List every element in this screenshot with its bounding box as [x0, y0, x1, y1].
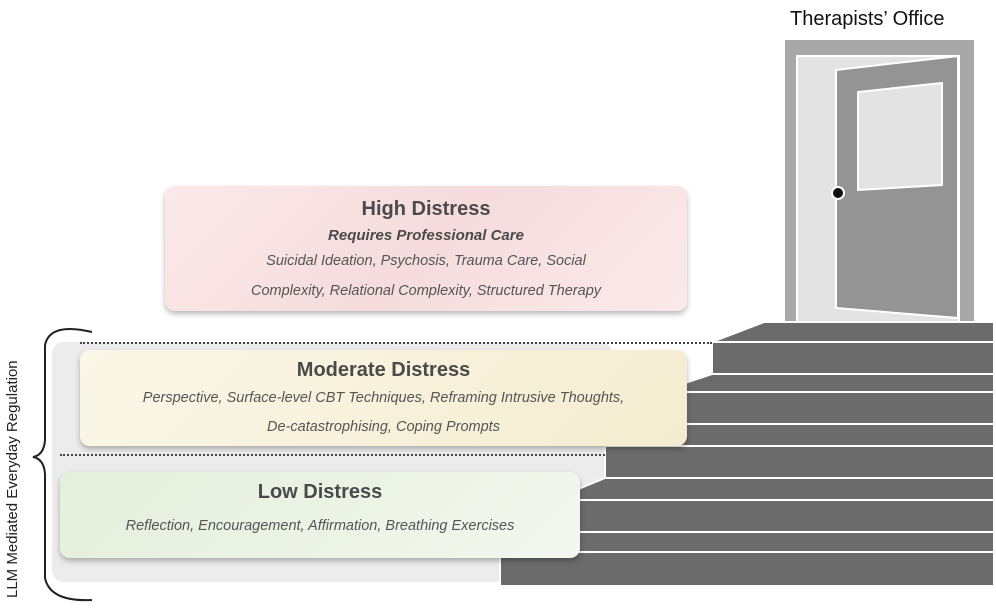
stair-top-landing — [711, 321, 995, 343]
stair-2-tread — [657, 373, 995, 393]
moderate-distress-title: Moderate Distress — [296, 359, 471, 381]
stair-5 — [499, 551, 995, 587]
stairs — [499, 321, 995, 587]
low-distress-desc-line1: Reflection, Encouragement, Affirmation, … — [125, 518, 515, 534]
moderate-distress-card: Moderate Distress Perspective, Surface-l… — [80, 350, 687, 446]
stair-4 — [551, 499, 995, 533]
divider-moderate-low — [60, 454, 605, 456]
stair-3 — [604, 445, 995, 479]
moderate-distress-desc-line1: Perspective, Surface-level CBT Technique… — [142, 390, 625, 406]
divider-high-moderate — [80, 342, 712, 344]
curly-brace — [32, 328, 93, 602]
low-distress-card: Low Distress Reflection, Encouragement, … — [60, 472, 580, 558]
high-distress-subtitle: Requires Professional Care — [328, 227, 524, 244]
high-distress-title: High Distress — [361, 198, 491, 220]
stair-2 — [657, 391, 995, 425]
stair-4-tread — [551, 477, 995, 501]
stair-1 — [711, 341, 995, 375]
low-distress-title: Low Distress — [257, 481, 383, 503]
high-distress-desc-line1: Suicidal Ideation, Psychosis, Trauma Car… — [266, 253, 586, 269]
high-distress-card: High Distress Requires Professional Care… — [165, 186, 687, 311]
therapists-office-title: Therapists’ Office — [790, 8, 945, 30]
door-knob — [831, 186, 845, 200]
llm-mediated-label: LLM Mediated Everyday Regulation — [4, 360, 21, 598]
high-distress-desc-line2: Complexity, Relational Complexity, Struc… — [250, 283, 602, 299]
door-window — [857, 81, 943, 192]
moderate-distress-desc-line2: De-catastrophising, Coping Prompts — [267, 419, 500, 435]
